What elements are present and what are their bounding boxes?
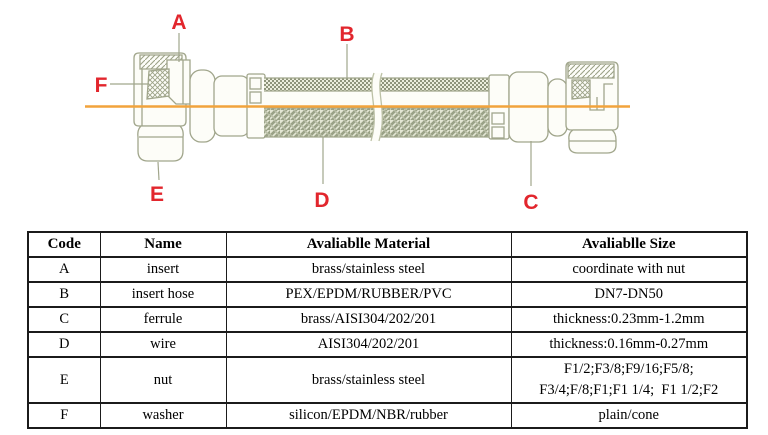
cell-name: washer bbox=[99, 402, 227, 430]
part-label-d: D bbox=[314, 189, 329, 212]
table-row: A insert brass/stainless steel coordinat… bbox=[27, 255, 748, 284]
hose-diagram-svg: A B F E D C bbox=[85, 11, 630, 214]
cell-code: C bbox=[27, 306, 101, 334]
cell-size: DN7-DN50 bbox=[510, 281, 748, 309]
right-nut-part bbox=[565, 61, 619, 154]
part-label-e: E bbox=[150, 183, 164, 206]
cell-name: insert hose bbox=[99, 281, 227, 309]
table-row: C ferrule brass/AISI304/202/201 thicknes… bbox=[27, 306, 748, 334]
table-row: F washer silicon/EPDM/NBR/rubber plain/c… bbox=[27, 402, 748, 430]
cell-size: thickness:0.16mm-0.27mm bbox=[510, 331, 748, 359]
right-nut-cross-section-hatch bbox=[567, 63, 615, 79]
cell-code: B bbox=[27, 281, 101, 309]
table-row: E nut brass/stainless steel F1/2;F3/8;F9… bbox=[27, 356, 748, 405]
cell-material: silicon/EPDM/NBR/rubber bbox=[225, 402, 512, 430]
cell-size: F1/2;F3/8;F9/16;F5/8; F3/4;F/8;F1;F1 1/4… bbox=[510, 356, 748, 405]
cell-name: insert bbox=[99, 255, 227, 284]
cell-name: nut bbox=[99, 356, 227, 405]
cell-name: ferrule bbox=[99, 306, 227, 334]
header-name: Name bbox=[99, 231, 227, 258]
header-size: Avaliablle Size bbox=[510, 231, 748, 258]
cell-size: plain/cone bbox=[510, 402, 748, 430]
right-washer-detail bbox=[571, 79, 591, 100]
part-label-a: A bbox=[171, 11, 186, 34]
part-label-c: C bbox=[523, 191, 538, 214]
table-row: D wire AISI304/202/201 thickness:0.16mm-… bbox=[27, 331, 748, 359]
cell-code: D bbox=[27, 331, 101, 359]
leader-line-e bbox=[157, 161, 160, 181]
spec-table: Code Name Avaliablle Material Avaliablle… bbox=[27, 231, 748, 430]
cell-size: thickness:0.23mm-1.2mm bbox=[510, 306, 748, 334]
cell-code: E bbox=[27, 356, 101, 405]
table-header-row: Code Name Avaliablle Material Avaliablle… bbox=[27, 231, 748, 258]
cell-size: coordinate with nut bbox=[510, 255, 748, 284]
hose-diagram: A B F E D C bbox=[85, 11, 630, 214]
insert-part bbox=[166, 59, 191, 105]
table-row: B insert hose PEX/EPDM/RUBBER/PVC DN7-DN… bbox=[27, 281, 748, 309]
cell-code: A bbox=[27, 255, 101, 284]
cell-code: F bbox=[27, 402, 101, 430]
part-label-b: B bbox=[339, 23, 354, 46]
cell-material: brass/stainless steel bbox=[225, 356, 512, 405]
washer-part bbox=[146, 68, 170, 100]
cell-material: PEX/EPDM/RUBBER/PVC bbox=[225, 281, 512, 309]
hose-body bbox=[264, 72, 489, 142]
part-label-f: F bbox=[95, 74, 108, 97]
cell-material: brass/stainless steel bbox=[225, 255, 512, 284]
cell-material: AISI304/202/201 bbox=[225, 331, 512, 359]
leader-lines bbox=[110, 33, 532, 186]
cell-material: brass/AISI304/202/201 bbox=[225, 306, 512, 334]
cell-name: wire bbox=[99, 331, 227, 359]
header-code: Code bbox=[27, 231, 101, 258]
header-material: Avaliablle Material bbox=[225, 231, 512, 258]
